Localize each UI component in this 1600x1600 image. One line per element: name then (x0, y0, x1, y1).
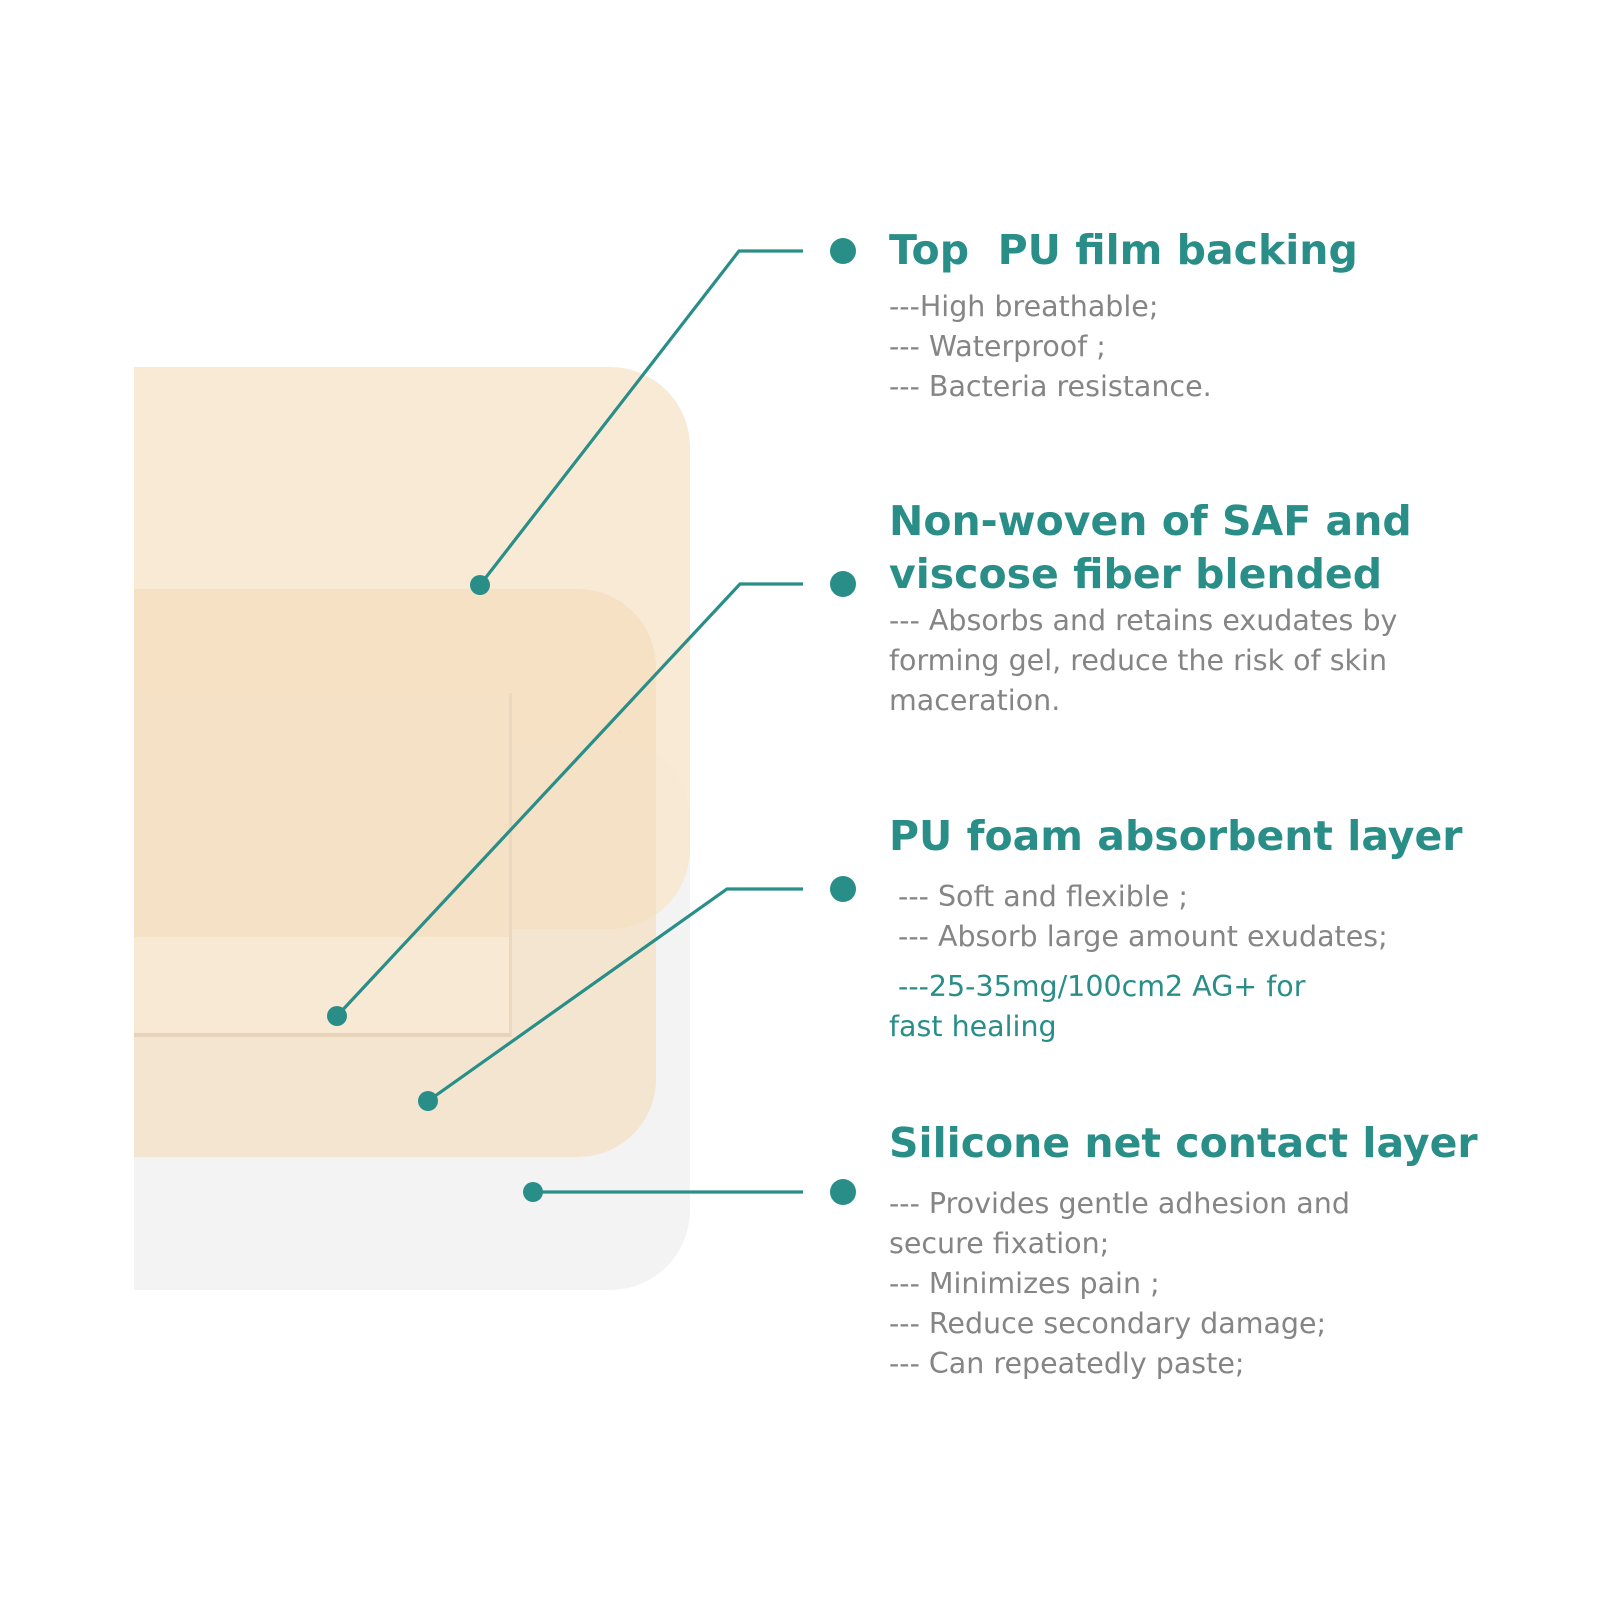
callout-title: Silicone net contact layer (889, 1119, 1478, 1167)
callout-title: Top PU film backing (889, 226, 1358, 274)
bullet-dot-foam (830, 876, 856, 902)
feature-line: secure fixation; (889, 1227, 1110, 1260)
leader-film (478, 249, 803, 586)
anchor-dot-nonwoven (327, 1006, 347, 1026)
feature-line: --- Reduce secondary damage; (889, 1307, 1327, 1340)
feature-line: --- Soft and flexible ; (889, 880, 1188, 913)
callout-title-line: viscose fiber blended (889, 550, 1383, 598)
feature-line: --- Minimizes pain ; (889, 1267, 1160, 1300)
feature-line: --- Can repeatedly paste; (889, 1347, 1245, 1380)
callout-pu-foam-layer: PU foam absorbent layer --- Soft and fle… (889, 810, 1569, 1047)
bullet-dot-nonwoven (830, 571, 856, 597)
leader-nonwoven (335, 582, 803, 1018)
highlight-line: ---25-35mg/100cm2 AG+ for (889, 970, 1306, 1003)
feature-line: --- Absorbs and retains exudates by (889, 604, 1398, 637)
pu-foam-layer-shape (134, 589, 656, 1157)
feature-line: ---High breathable; (889, 290, 1159, 323)
feature-line: --- Waterproof ; (889, 330, 1106, 363)
feature-line: --- Provides gentle adhesion and (889, 1187, 1350, 1220)
callout-pu-film-backing: Top PU film backing ---High breathable; … (889, 224, 1569, 407)
leader-foam (427, 887, 803, 1103)
bullet-dot-silicone (830, 1179, 856, 1205)
callout-silicone-contact-layer: Silicone net contact layer --- Provides … (889, 1117, 1569, 1384)
highlight-line: fast healing (889, 1010, 1057, 1043)
bullet-dot-film (830, 238, 856, 264)
callout-non-woven-layer: Non-woven of SAF and viscose fiber blend… (889, 495, 1569, 721)
feature-line: --- Absorb large amount exudates; (889, 920, 1388, 953)
feature-line: forming gel, reduce the risk of skin (889, 644, 1388, 677)
anchor-dot-silicone (523, 1182, 543, 1202)
callout-title: PU foam absorbent layer (889, 812, 1463, 860)
callout-title-line: Non-woven of SAF and (889, 497, 1412, 545)
feature-line: --- Bacteria resistance. (889, 370, 1212, 403)
anchor-dot-foam (418, 1091, 438, 1111)
anchor-dot-film (470, 575, 490, 595)
feature-line: maceration. (889, 684, 1061, 717)
